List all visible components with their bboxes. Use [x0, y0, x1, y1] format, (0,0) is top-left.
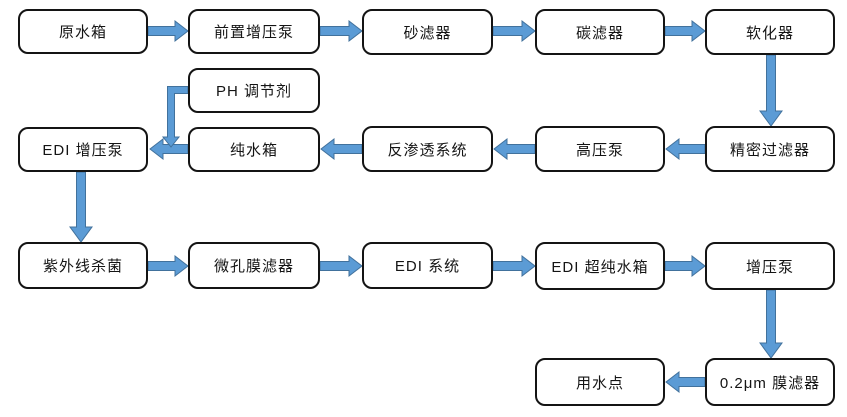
node-label-softener: 软化器 [745, 24, 794, 42]
node-raw-water-tank: 原水箱 [18, 9, 148, 54]
node-uv-sterilizer: 紫外线杀菌 [18, 242, 148, 289]
node-high-pressure-pump: 高压泵 [535, 126, 665, 172]
node-label-precision-filter: 精密过滤器 [729, 141, 810, 159]
node-edi-system: EDI 系统 [362, 242, 493, 289]
arrow-ro-to-puretank [320, 137, 363, 161]
arrow-edisys-to-editank [492, 254, 536, 278]
arrow-uv-to-micro [147, 254, 189, 278]
node-label-ph-adjuster: PH 调节剂 [215, 83, 292, 100]
arrow-edipump-to-uv [69, 171, 93, 243]
node-label-edi-booster-pump: EDI 增压泵 [42, 142, 124, 159]
node-edi-booster-pump: EDI 增压泵 [18, 127, 148, 172]
node-label-raw-water-tank: 原水箱 [58, 24, 107, 41]
node-precision-filter: 精密过滤器 [705, 126, 835, 172]
node-pure-water-tank: 纯水箱 [188, 127, 320, 172]
node-sand-filter: 砂滤器 [362, 9, 493, 55]
node-membrane-filter-02um: 0.2μm 膜滤器 [705, 358, 835, 406]
node-label-booster-pump: 增压泵 [745, 258, 794, 276]
node-label-high-pressure-pump: 高压泵 [575, 141, 624, 159]
node-label-pre-booster-pump: 前置增压泵 [213, 24, 294, 41]
node-label-edi-system: EDI 系统 [394, 258, 461, 275]
arrow-editank-to-booster [664, 254, 706, 278]
arrow-ph-to-flow [161, 86, 189, 148]
node-label-carbon-filter: 碳滤器 [575, 24, 624, 42]
arrow-booster-to-membrane [759, 289, 783, 359]
node-micro-membrane-filter: 微孔膜滤器 [188, 242, 320, 289]
node-edi-ultrapure-tank: EDI 超纯水箱 [535, 242, 665, 290]
node-label-uv-sterilizer: 紫外线杀菌 [42, 258, 123, 275]
arrow-carbon-to-softener [664, 19, 706, 43]
arrow-raw-to-prepump [147, 19, 189, 43]
arrow-precision-to-hp [665, 137, 706, 161]
node-water-use-point: 用水点 [535, 358, 665, 406]
node-label-membrane-filter-02um: 0.2μm 膜滤器 [719, 374, 821, 392]
node-label-pure-water-tank: 纯水箱 [229, 142, 278, 159]
arrow-micro-to-edisys [319, 254, 363, 278]
arrow-membrane-to-usepoint [665, 370, 706, 394]
node-label-water-use-point: 用水点 [575, 374, 624, 392]
node-softener: 软化器 [705, 9, 835, 55]
arrow-sand-to-carbon [492, 19, 536, 43]
node-booster-pump: 增压泵 [705, 242, 835, 290]
node-label-edi-ultrapure-tank: EDI 超纯水箱 [551, 258, 649, 276]
node-label-sand-filter: 砂滤器 [403, 24, 452, 42]
node-ph-adjuster: PH 调节剂 [188, 68, 320, 113]
node-pre-booster-pump: 前置增压泵 [188, 9, 320, 54]
arrow-softener-to-precision [759, 54, 783, 127]
arrow-hp-to-ro [493, 137, 536, 161]
node-carbon-filter: 碳滤器 [535, 9, 665, 55]
node-label-ro-system: 反渗透系统 [387, 141, 468, 159]
node-ro-system: 反渗透系统 [362, 126, 493, 172]
node-label-micro-membrane-filter: 微孔膜滤器 [213, 258, 294, 275]
arrow-puretank-to-edipump [149, 137, 189, 161]
arrow-prepump-to-sand [319, 19, 363, 43]
